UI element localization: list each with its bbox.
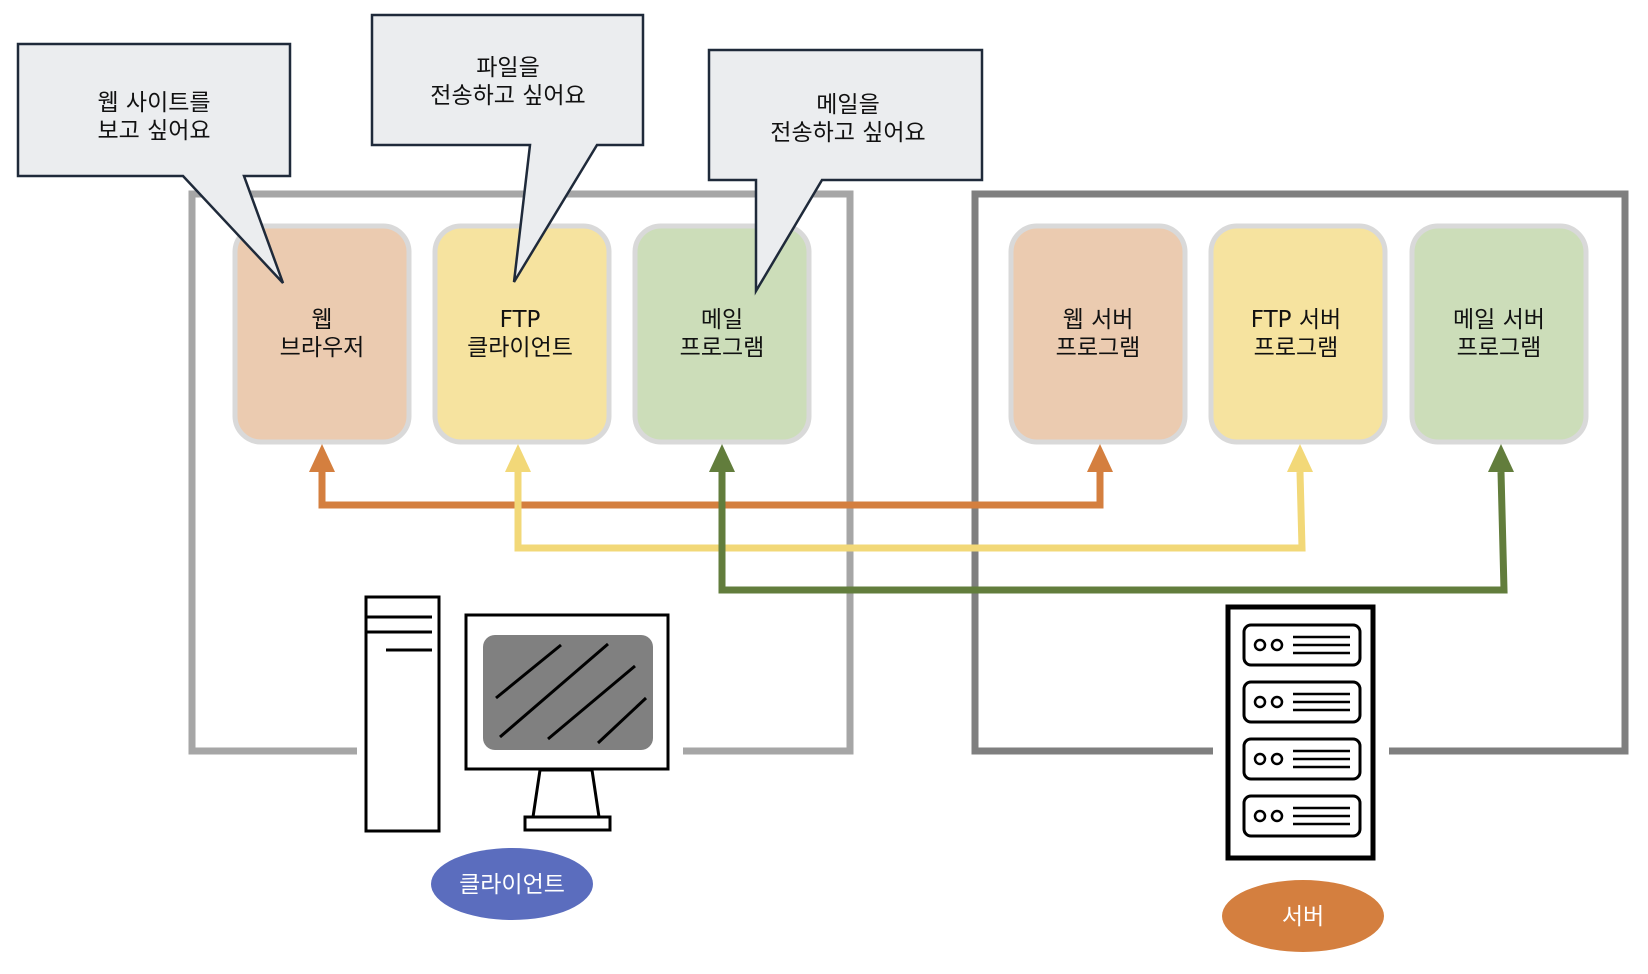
server-mail-label-1: 메일 서버 xyxy=(1453,307,1545,333)
bubble-web-line-2: 보고 싶어요 xyxy=(97,118,210,144)
speech-bubble-web: 웹 사이트를 보고 싶어요 xyxy=(16,42,292,284)
arrowhead-web-client xyxy=(309,444,335,472)
arrowhead-ftp-client xyxy=(505,444,531,472)
bubble-ftp-line-2: 전송하고 싶어요 xyxy=(430,83,585,109)
server-program-web: 웹 서버 프로그램 xyxy=(1008,223,1188,445)
bubble-mail-line-2: 전송하고 싶어요 xyxy=(770,120,925,146)
client-program-mail: 메일 프로그램 xyxy=(632,223,812,445)
server-unit xyxy=(1242,737,1362,781)
connector-mail xyxy=(709,444,1514,594)
server-web-label-1: 웹 서버 xyxy=(1063,307,1134,333)
client-frame xyxy=(188,190,854,755)
client-web-label-2: 브라우저 xyxy=(280,335,365,361)
client-ftp-label-2: 클라이언트 xyxy=(467,335,573,361)
speech-bubble-ftp: 파일을 전송하고 싶어요 xyxy=(370,13,645,283)
server-rack-icon xyxy=(1225,604,1376,861)
speech-bubble-mail: 메일을 전송하고 싶어요 xyxy=(707,48,984,296)
desktop-computer-icon xyxy=(364,595,670,833)
client-web-label-1: 웹 xyxy=(311,307,332,333)
client-program-ftp: FTP 클라이언트 xyxy=(432,223,612,445)
arrowhead-web-server xyxy=(1087,444,1113,472)
server-web-label-2: 프로그램 xyxy=(1056,335,1141,361)
server-program-mail: 메일 서버 프로그램 xyxy=(1409,223,1589,445)
computer-tower xyxy=(364,595,441,833)
connector-web xyxy=(309,444,1113,509)
server-mail-label-2: 프로그램 xyxy=(1457,335,1542,361)
server-program-ftp: FTP 서버 프로그램 xyxy=(1208,223,1388,445)
bubble-web-line-1: 웹 사이트를 xyxy=(97,90,210,116)
server-unit xyxy=(1242,794,1362,838)
server-ftp-label-1: FTP 서버 xyxy=(1251,307,1341,333)
monitor-stand xyxy=(531,768,601,819)
client-mail-label-1: 메일 xyxy=(701,307,743,333)
connector-ftp xyxy=(505,444,1313,552)
arrowhead-ftp-server xyxy=(1287,444,1313,472)
bubble-mail-line-1: 메일을 xyxy=(816,92,879,118)
arrowhead-mail-client xyxy=(709,444,735,472)
client-badge: 클라이언트 xyxy=(431,848,593,920)
client-mail-label-2: 프로그램 xyxy=(680,335,765,361)
client-ftp-label-1: FTP xyxy=(500,307,541,333)
server-ftp-label-2: 프로그램 xyxy=(1254,335,1339,361)
server-unit xyxy=(1242,623,1362,667)
server-badge-label: 서버 xyxy=(1282,904,1324,930)
client-badge-label: 클라이언트 xyxy=(459,872,565,898)
arrowhead-mail-server xyxy=(1488,444,1514,472)
server-frame xyxy=(971,190,1629,755)
server-unit xyxy=(1242,680,1362,724)
server-badge: 서버 xyxy=(1222,880,1384,952)
bubble-ftp-line-1: 파일을 xyxy=(476,55,539,81)
